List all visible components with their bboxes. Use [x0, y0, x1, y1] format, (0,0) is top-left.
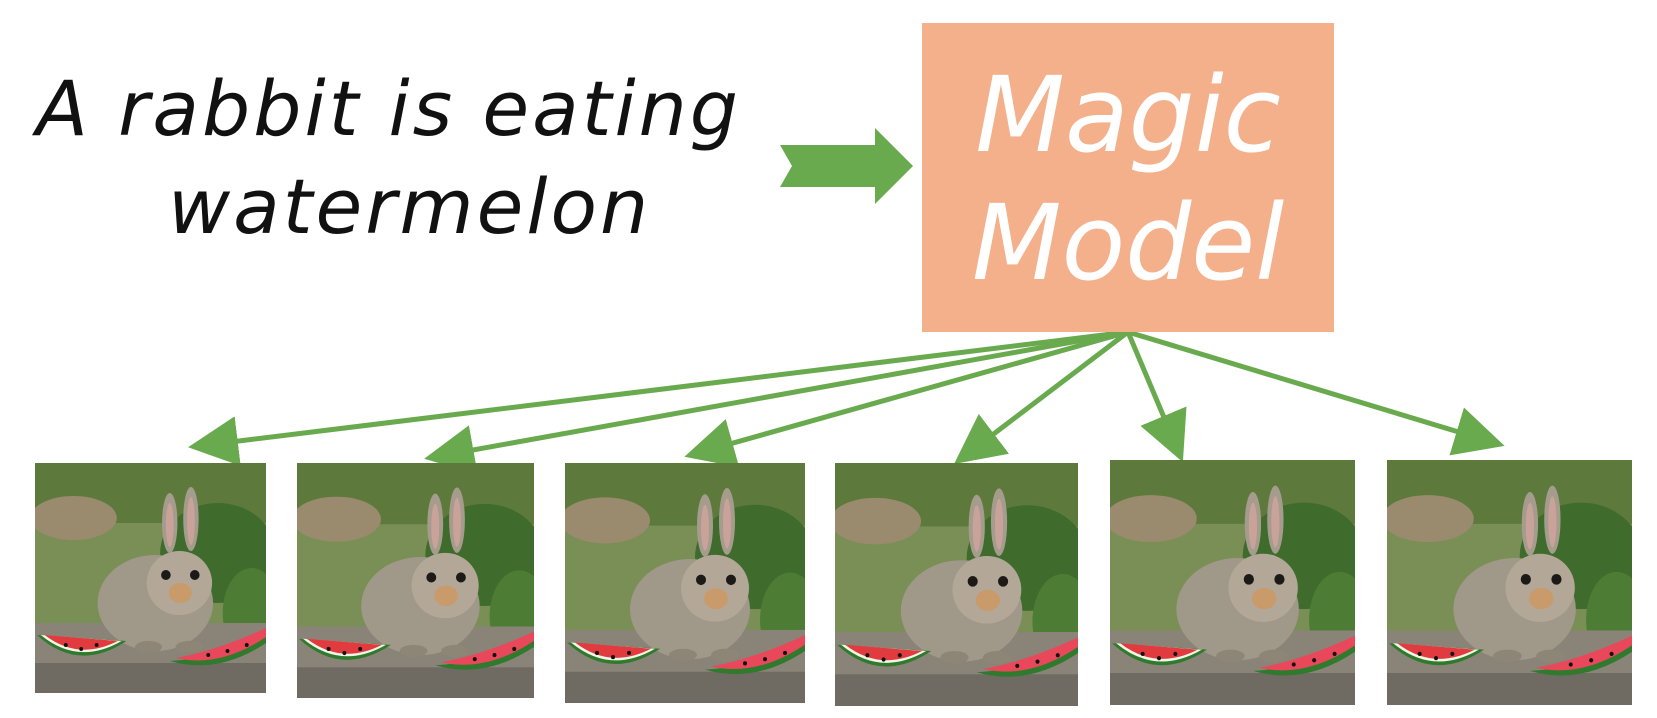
output-image-5 [1110, 460, 1355, 705]
output-arrow-6 [1127, 329, 1505, 456]
output-arrow-4 [954, 330, 1130, 465]
output-image-2 [297, 463, 534, 698]
output-arrow-2 [424, 329, 1129, 475]
output-image-1 [35, 463, 266, 693]
model-label-line-1: Magic [975, 54, 1281, 176]
model-label-line-2: Model [971, 182, 1285, 304]
output-arrow-3 [684, 329, 1129, 468]
magic-model-box: Magic Model [922, 23, 1334, 332]
output-image-6 [1387, 460, 1632, 705]
output-arrow-5 [1125, 331, 1187, 463]
output-image-3 [565, 463, 805, 703]
rabbit-watermelon-illustration [1110, 460, 1355, 705]
rabbit-watermelon-illustration [297, 463, 534, 698]
output-image-4 [835, 463, 1078, 706]
rabbit-watermelon-illustration [565, 463, 805, 703]
rabbit-watermelon-illustration [835, 463, 1078, 706]
input-arrow [780, 128, 913, 204]
rabbit-watermelon-illustration [1387, 460, 1632, 705]
prompt-text-line-1: A rabbit is eating [36, 64, 742, 153]
rabbit-watermelon-illustration [35, 463, 266, 693]
prompt-text-line-2: watermelon [168, 162, 652, 251]
output-arrow-1 [188, 329, 1129, 466]
output-arrows [188, 329, 1505, 475]
